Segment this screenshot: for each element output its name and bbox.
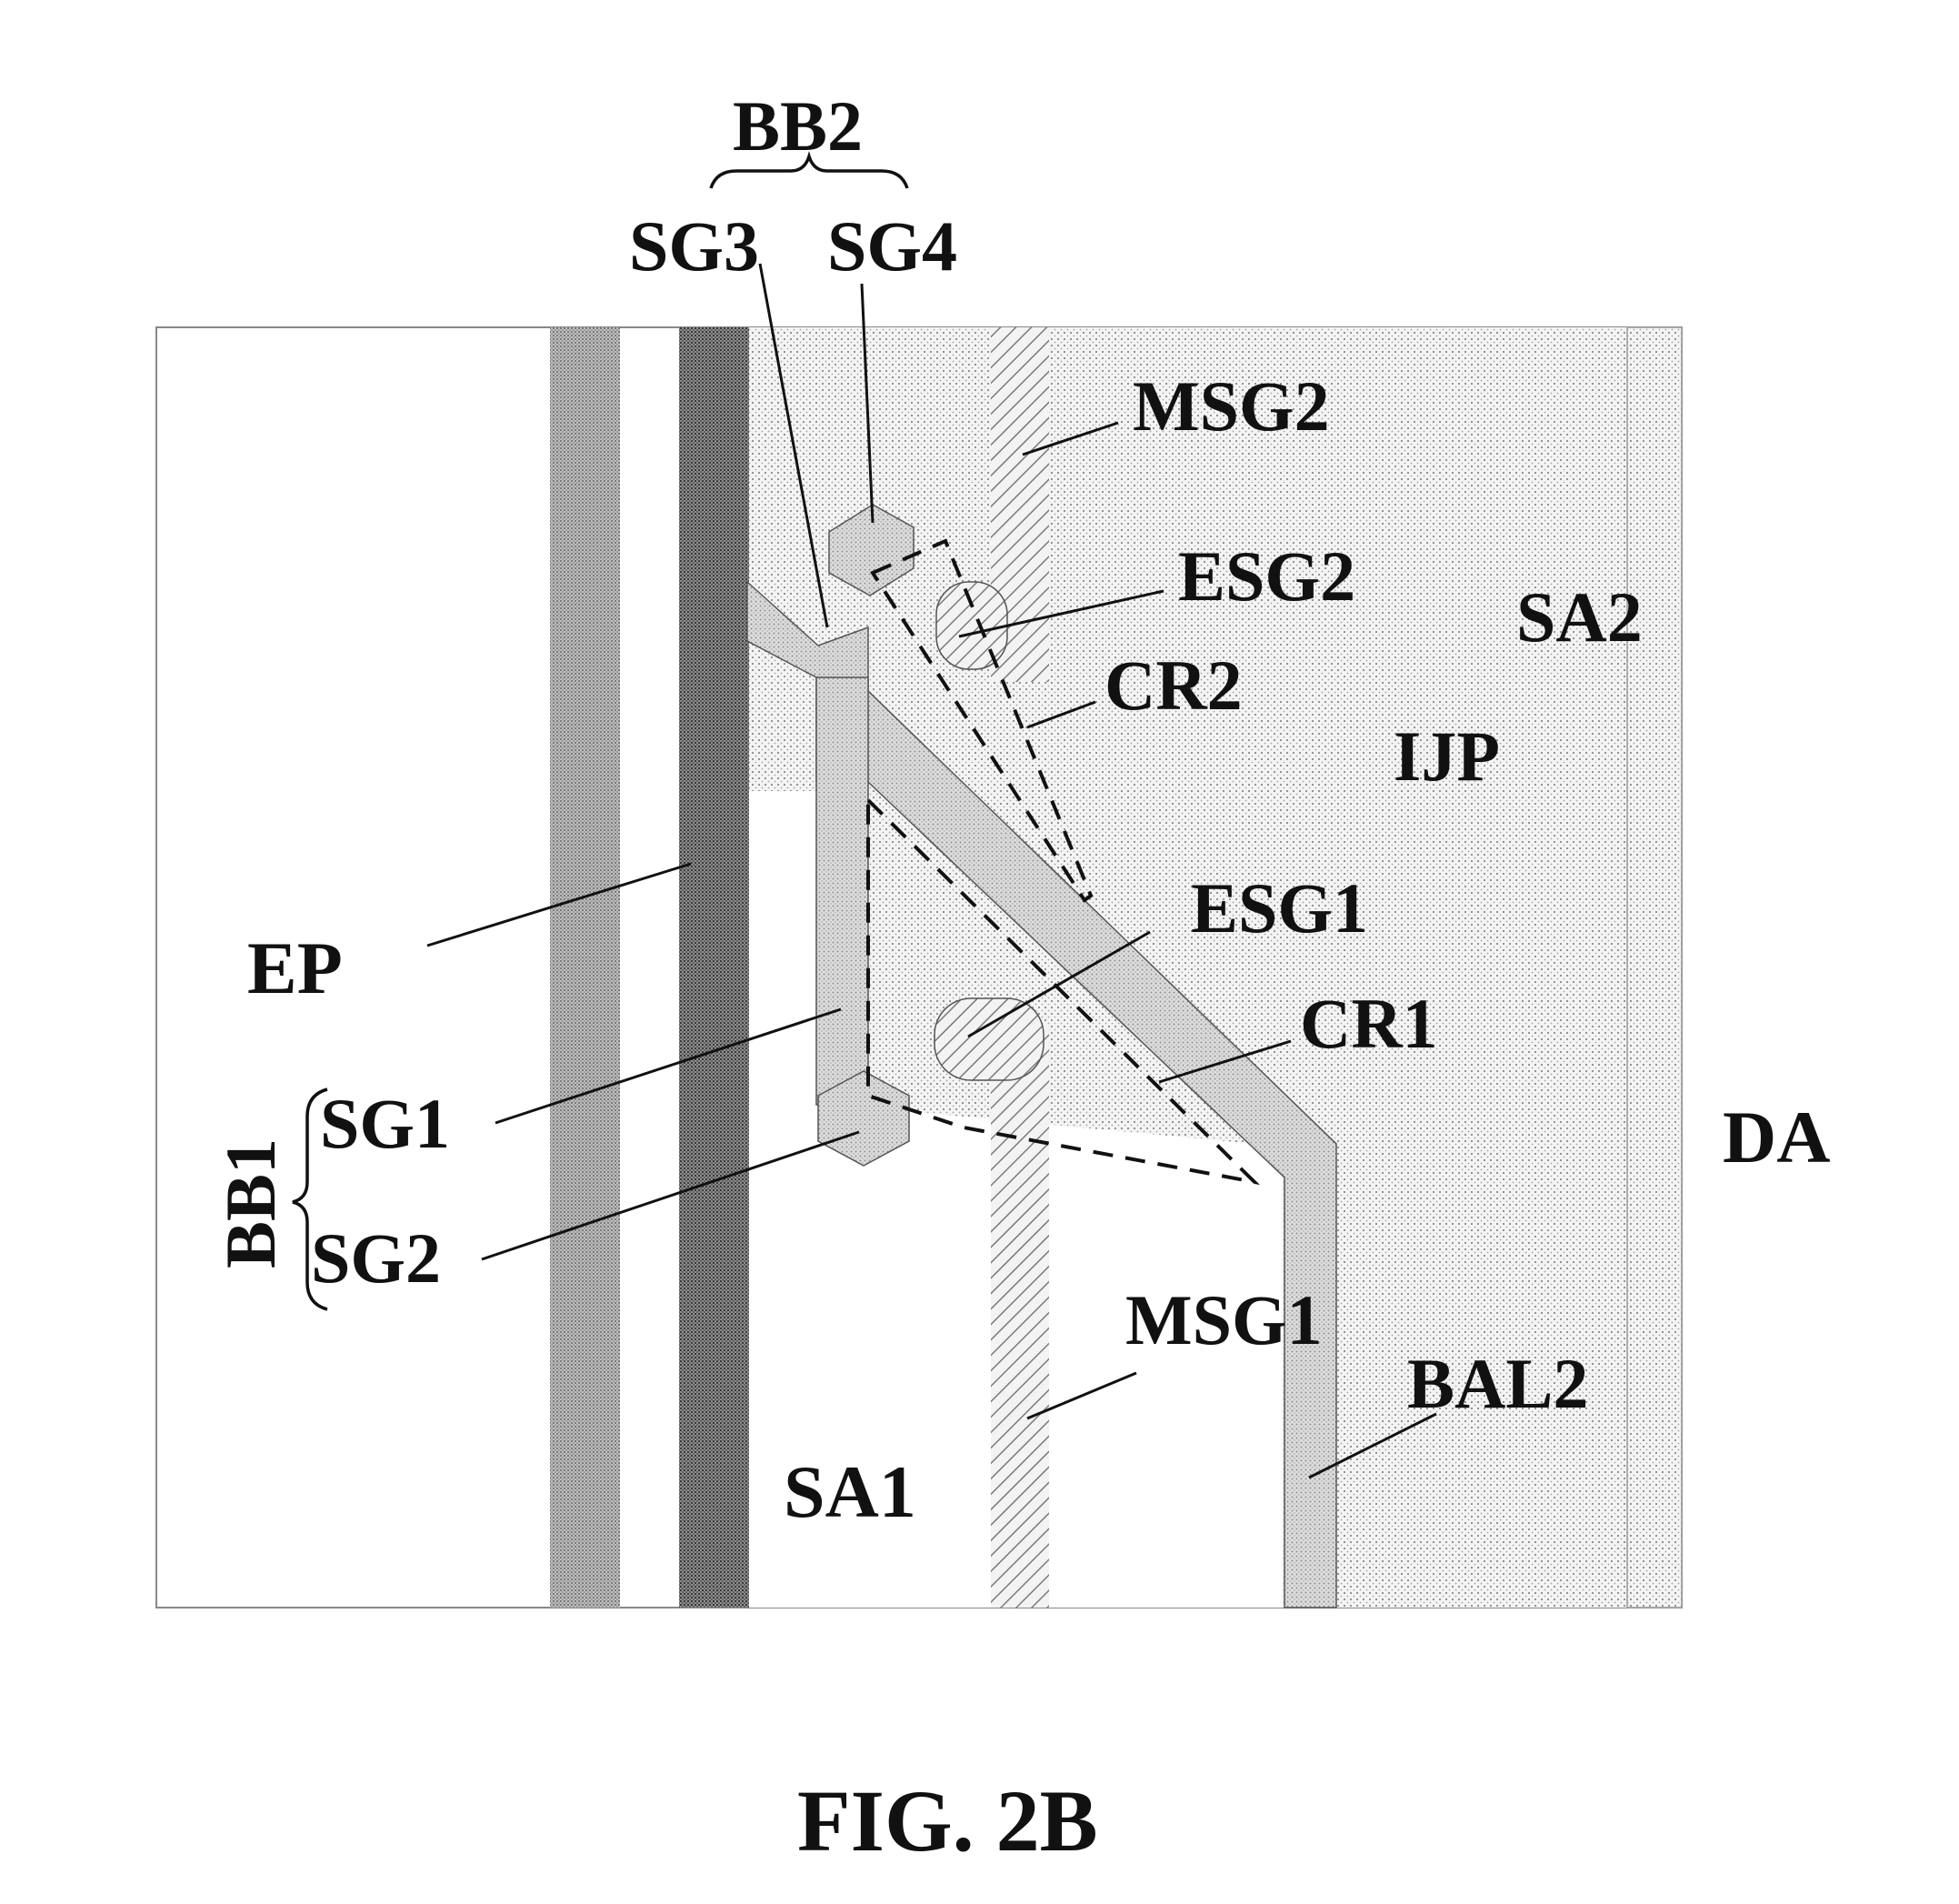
cr1-leader	[1158, 1039, 1292, 1084]
bal2-leader	[1308, 1412, 1437, 1479]
msg1-strip	[991, 1026, 1049, 1608]
bb2-brace	[709, 151, 909, 189]
label-sa2: SA2	[1516, 577, 1643, 656]
esg2-block	[935, 581, 1008, 670]
ep-leader	[426, 862, 692, 947]
label-cr2: CR2	[1104, 646, 1243, 725]
label-ijp: IJP	[1394, 717, 1500, 796]
sg2-leader	[481, 1130, 860, 1261]
label-sg4: SG4	[827, 206, 957, 286]
esg1-block	[934, 997, 1044, 1081]
ep-band-left	[550, 327, 620, 1608]
esg2-leader	[958, 589, 1164, 638]
cr2-leader	[1026, 700, 1096, 729]
figure-caption: FIG. 2B	[797, 1772, 1098, 1869]
label-msg2: MSG2	[1133, 366, 1330, 446]
label-sa1: SA1	[784, 1450, 916, 1533]
ep-band-right	[679, 327, 749, 1608]
msg2-leader	[1022, 421, 1119, 456]
label-sg2: SG2	[311, 1218, 441, 1298]
label-cr1: CR1	[1300, 984, 1438, 1063]
label-bb1: BB1	[211, 1138, 290, 1268]
label-bal2: BAL2	[1407, 1344, 1588, 1423]
label-bb2: BB2	[733, 86, 863, 165]
label-esg1: ESG1	[1191, 868, 1368, 947]
msg1-leader	[1026, 1371, 1137, 1420]
sg3-leader	[758, 263, 829, 628]
label-msg1: MSG1	[1125, 1280, 1323, 1359]
label-ep: EP	[247, 927, 343, 1009]
cr1-dashed-region	[866, 796, 1261, 1186]
esg1-leader	[967, 930, 1151, 1038]
bb1-brace	[292, 1087, 328, 1311]
display-area-strip	[1626, 326, 1683, 1608]
sg4-leader	[860, 283, 875, 524]
sg2-block	[817, 1070, 910, 1167]
cr2-dashed-region	[870, 538, 1094, 903]
label-esg2: ESG2	[1178, 536, 1355, 616]
dotted-region-lower-right	[1330, 1127, 1682, 1608]
label-sg1: SG1	[320, 1084, 450, 1163]
sg1-stem	[815, 676, 869, 1106]
sg1-leader	[495, 1007, 842, 1125]
label-sg3: SG3	[629, 206, 759, 286]
label-da: DA	[1723, 1096, 1830, 1178]
